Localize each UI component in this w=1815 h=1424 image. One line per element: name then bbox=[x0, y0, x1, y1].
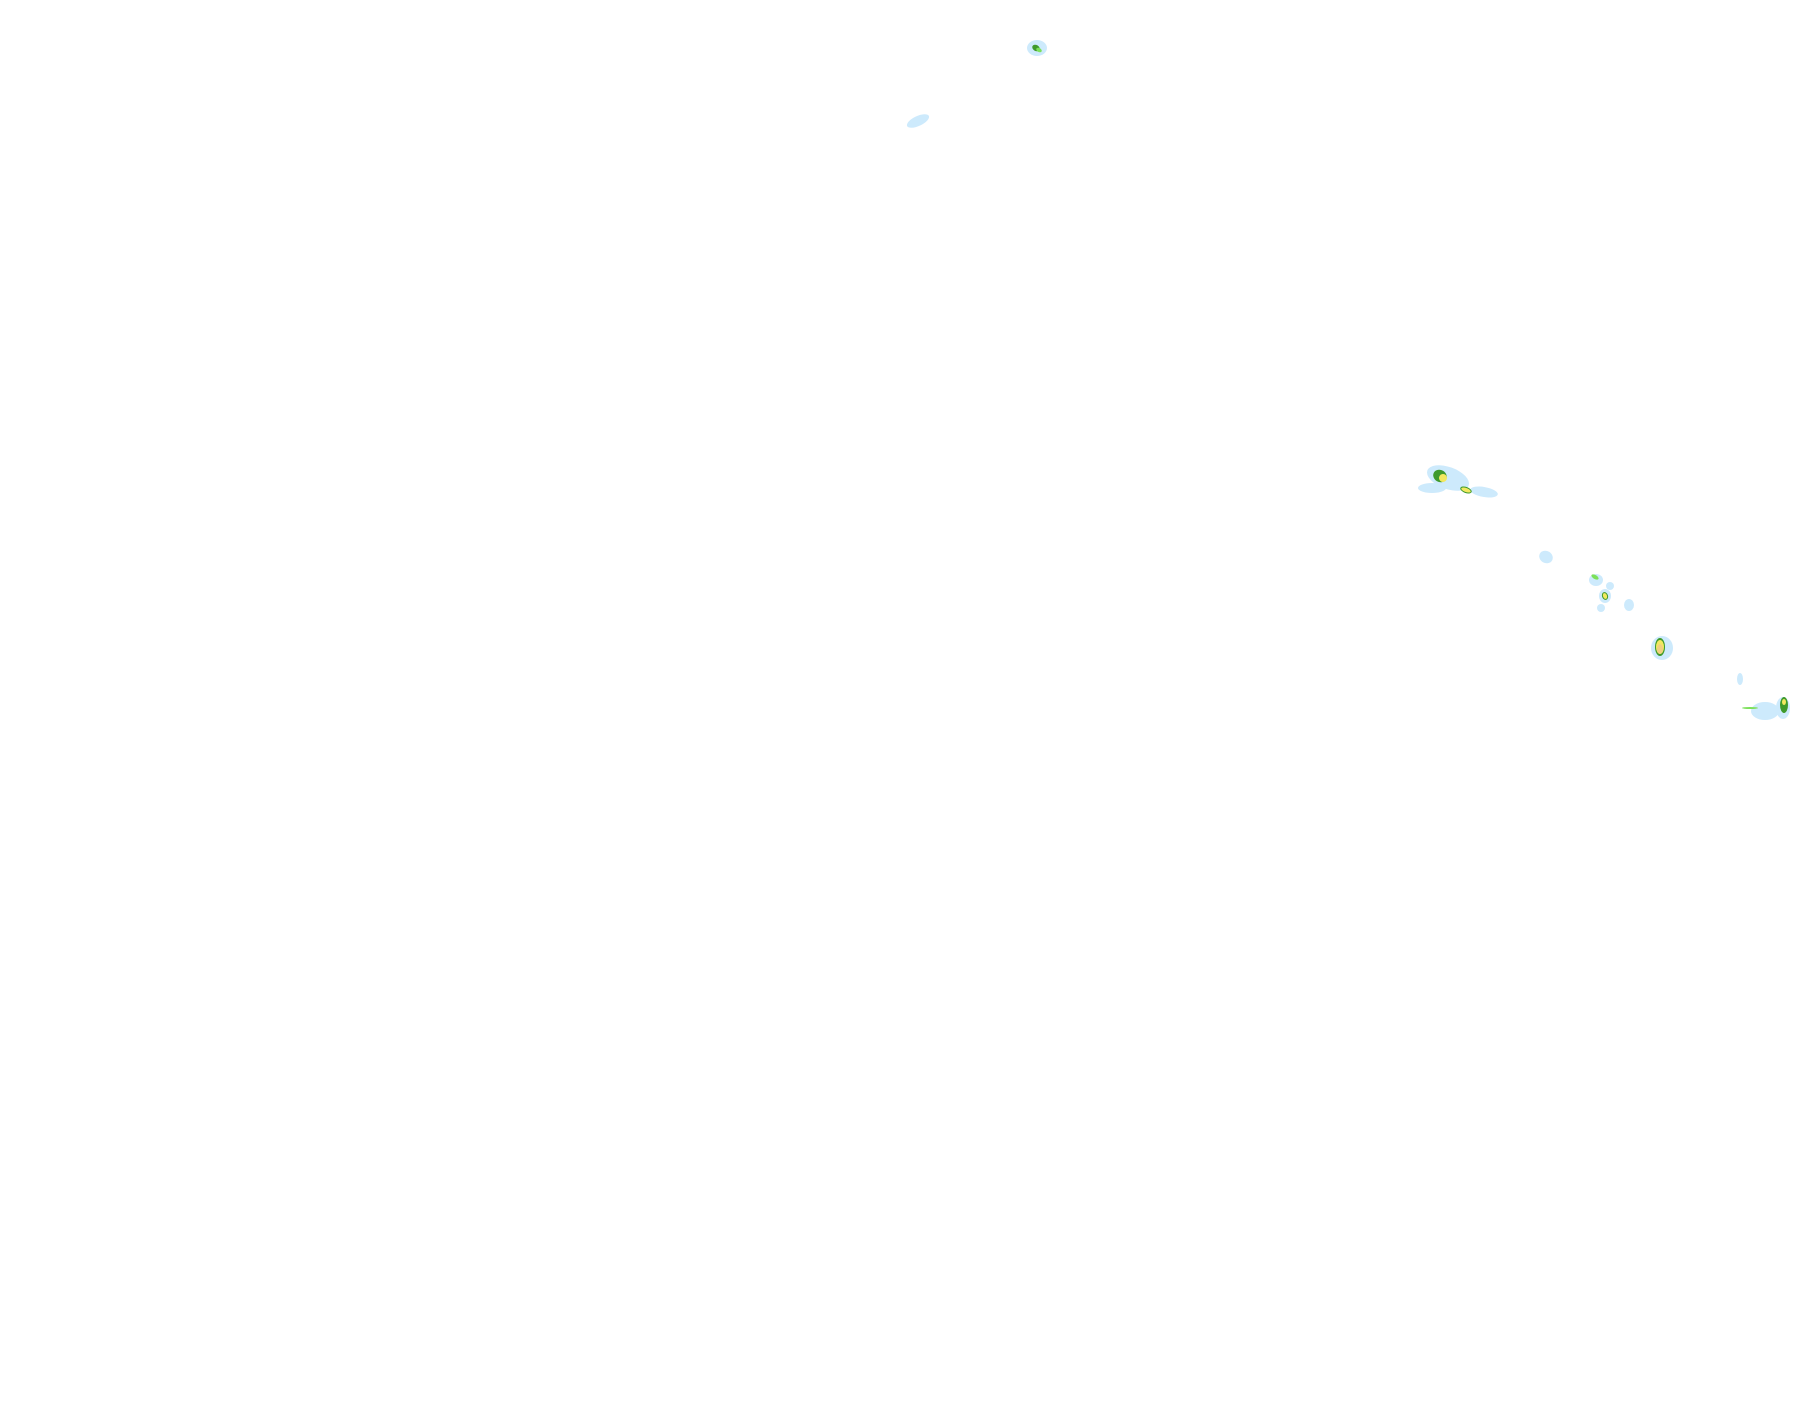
shallow-water bbox=[1539, 550, 1553, 564]
island-land bbox=[1461, 487, 1471, 493]
island-land bbox=[1657, 644, 1663, 654]
island-land bbox=[1782, 699, 1786, 705]
shallow-water bbox=[1737, 673, 1743, 685]
island-land bbox=[1591, 574, 1599, 580]
shallow-water bbox=[1751, 702, 1779, 720]
shallow-water bbox=[1470, 486, 1498, 498]
island-land bbox=[1036, 47, 1042, 53]
island-land bbox=[1742, 707, 1758, 709]
island-land bbox=[1602, 593, 1608, 599]
shallow-water bbox=[1624, 599, 1634, 611]
island-land bbox=[1439, 474, 1447, 482]
shallow-water bbox=[1597, 604, 1605, 612]
shallow-water bbox=[906, 114, 930, 128]
shallow-water bbox=[1606, 582, 1614, 590]
shallow-water bbox=[1418, 483, 1446, 493]
island-group bbox=[906, 40, 1790, 720]
